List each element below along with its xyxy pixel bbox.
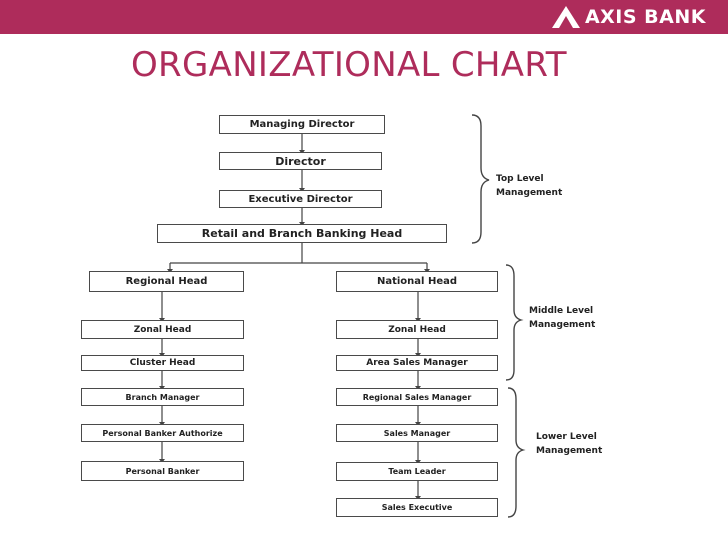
executive-director-box: Executive Director <box>219 190 382 208</box>
national-head-box: National Head <box>336 271 498 292</box>
retail-branch-banking-head-box: Retail and Branch Banking Head <box>157 224 447 243</box>
top-level-line1: Top Level <box>496 174 544 184</box>
slide-title: ORGANIZATIONAL CHART <box>131 45 567 85</box>
middle-level-line2: Management <box>529 320 596 330</box>
director-box: Director <box>219 152 382 170</box>
lower-level-line2: Management <box>536 446 603 456</box>
area-sales-manager-box: Area Sales Manager <box>336 355 498 371</box>
regional-head-box: Regional Head <box>89 271 244 292</box>
sales-executive-box: Sales Executive <box>336 498 498 517</box>
middle-level-label: Middle Level Management <box>529 304 595 332</box>
bank-name: AXIS BANK <box>584 6 706 28</box>
top-level-line2: Management <box>496 188 563 198</box>
left-zonal-head-box: Zonal Head <box>81 320 244 339</box>
regional-sales-manager-box: Regional Sales Manager <box>336 388 498 406</box>
managing-director-box: Managing Director <box>219 115 385 134</box>
right-zonal-head-box: Zonal Head <box>336 320 498 339</box>
personal-banker-authorize-box: Personal Banker Authorize <box>81 424 244 442</box>
lower-level-label: Lower Level Management <box>536 430 602 458</box>
sales-manager-box: Sales Manager <box>336 424 498 442</box>
top-level-label: Top Level Management <box>496 172 562 200</box>
axis-bank-logo: AXIS BANK <box>551 3 706 31</box>
header-bar: AXIS BANK <box>0 0 728 34</box>
middle-level-line1: Middle Level <box>529 306 594 316</box>
personal-banker-box: Personal Banker <box>81 461 244 481</box>
lower-level-line1: Lower Level <box>536 432 597 442</box>
team-leader-box: Team Leader <box>336 462 498 481</box>
cluster-head-box: Cluster Head <box>81 355 244 371</box>
axis-logo-icon <box>551 6 580 28</box>
branch-manager-box: Branch Manager <box>81 388 244 406</box>
